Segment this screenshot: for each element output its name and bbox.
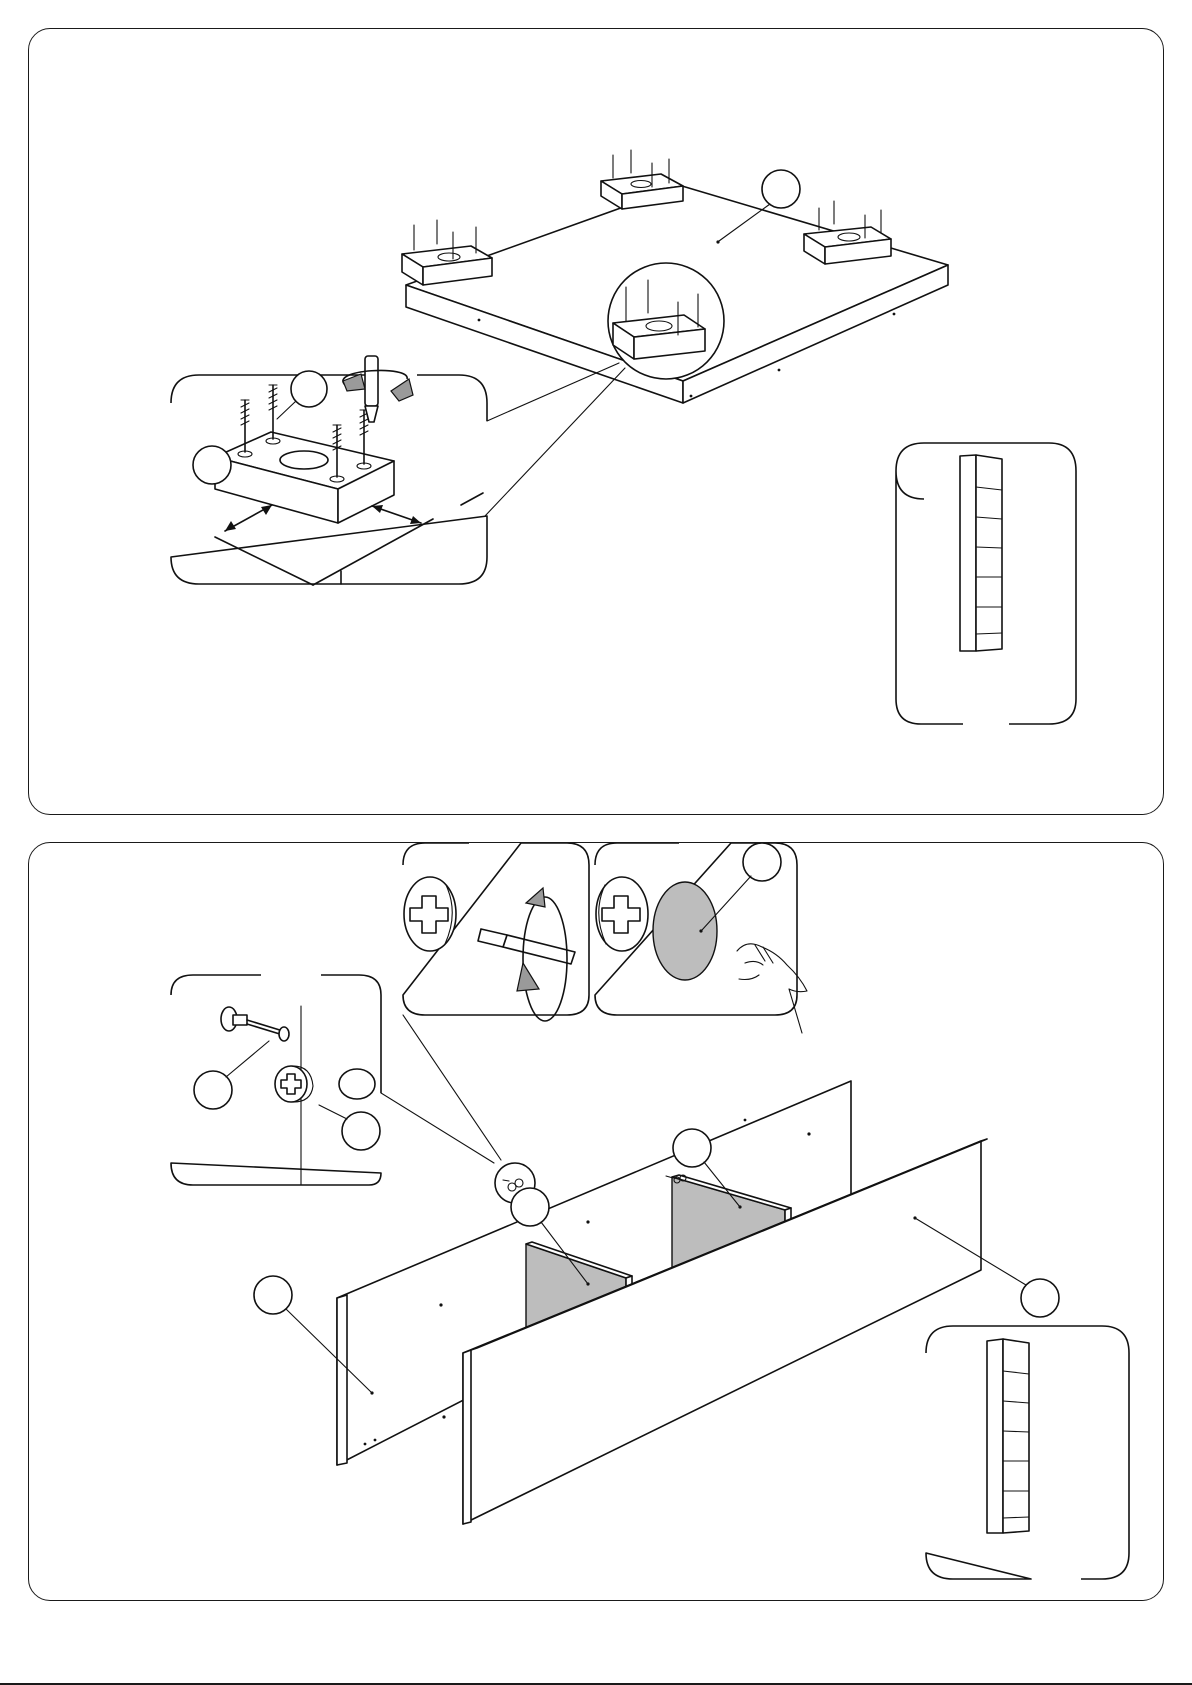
- foot-block-back: [601, 150, 683, 209]
- foot-block-right: [804, 201, 891, 264]
- overview-bookcase-1: [896, 443, 1076, 724]
- foot-block-left: [402, 220, 492, 285]
- detail-cover-cap: [595, 843, 807, 1033]
- step-panel-mount-feet: [28, 28, 1164, 815]
- magnifier-front-foot: [608, 263, 724, 379]
- cam-lock-icon: [596, 877, 648, 951]
- panels-assembly-diagram: [29, 843, 1163, 1600]
- detail-cam-bolt: [171, 975, 381, 1185]
- bookcase-icon: [960, 455, 1002, 651]
- step-panel-shelf-panels: [28, 842, 1164, 1601]
- cam-lock-icon: [275, 1066, 375, 1102]
- cam-lock-icon: [404, 877, 456, 951]
- cam-bolt-icon: [221, 1007, 289, 1041]
- cover-cap-icon: [653, 882, 717, 980]
- screwdriver-icon: [365, 356, 378, 422]
- feet-assembly-diagram: [29, 29, 1163, 814]
- detail-foot-screw: [171, 356, 487, 585]
- detail-cam-lock-turn: [403, 843, 589, 1021]
- bookcase-icon: [987, 1339, 1029, 1533]
- overview-bookcase-2: [926, 1326, 1129, 1579]
